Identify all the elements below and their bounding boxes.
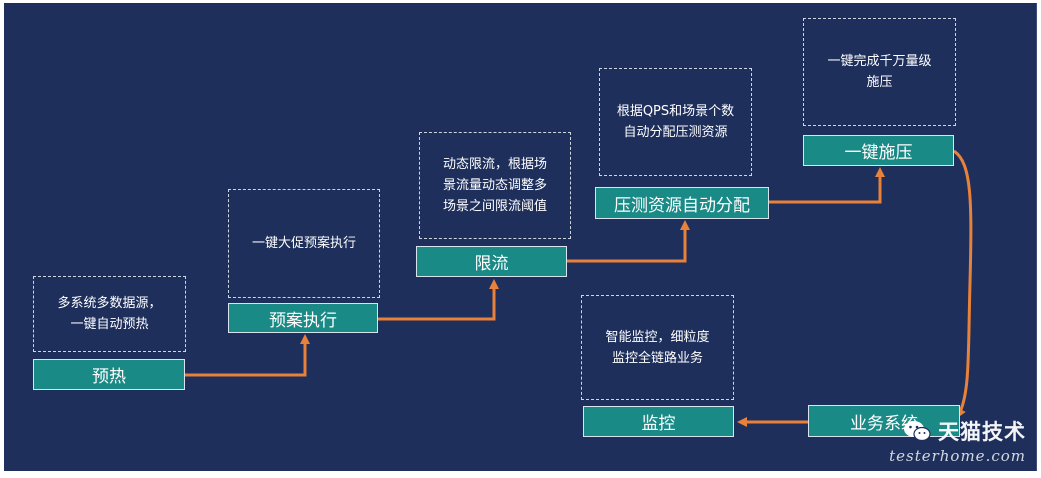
stage-alloc: 压测资源自动分配 (595, 187, 769, 219)
note-alloc-line-2: 自动分配压测资源 (623, 125, 728, 140)
note-limit-line-1: 动态限流，根据场 (442, 157, 547, 172)
diagram-canvas: 多系统多数据源， 一键自动预热 一键大促预案执行 动态限流，根据场 景流量动态调… (4, 3, 1037, 471)
arrow-alloc-to-press (769, 167, 885, 204)
stage-business: 业务系统 (808, 405, 960, 437)
note-limit-line-3: 场景之间限流阈值 (442, 199, 547, 214)
stage-press: 一键施压 (803, 135, 954, 166)
arrow-limit-to-alloc (567, 220, 690, 263)
note-monitor: 智能监控，细粒度 监控全链路业务 (581, 295, 734, 400)
watermark-brand: 天猫技术 (938, 420, 1026, 444)
note-monitor-line-2: 监控全链路业务 (611, 350, 703, 366)
wechat-icon (904, 421, 931, 442)
note-preheat-line-1: 多系统多数据源， (57, 296, 162, 311)
watermark: 天猫技术 testerhome.com (889, 416, 1026, 465)
arrow-press-to-business (953, 149, 973, 419)
connector-arrows (185, 149, 973, 427)
arrow-plan-to-limit (378, 279, 499, 321)
note-limit: 动态限流，根据场 景流量动态调整多 场景之间限流阈值 (419, 132, 571, 239)
note-plan: 一键大促预案执行 (228, 189, 380, 298)
note-preheat-line-2: 一键自动预热 (70, 317, 149, 332)
note-monitor-line-1: 智能监控，细粒度 (605, 329, 710, 345)
note-alloc: 根据QPS和场景个数 自动分配压测资源 (599, 68, 752, 176)
stage-preheat: 预热 (33, 359, 185, 390)
note-press: 一键完成千万量级 施压 (803, 18, 956, 126)
stage-monitor: 监控 (583, 406, 734, 437)
stage-plan: 预案执行 (228, 303, 378, 333)
note-alloc-line-1: 根据QPS和场景个数 (616, 104, 735, 119)
note-preheat: 多系统多数据源， 一键自动预热 (33, 276, 186, 352)
note-press-line-2: 施压 (866, 75, 893, 90)
stage-limit: 限流 (416, 246, 567, 277)
arrow-preheat-to-plan (185, 334, 310, 377)
note-plan-line-1: 一键大促预案执行 (251, 236, 356, 251)
watermark-site: testerhome.com (889, 447, 1026, 465)
note-press-line-1: 一键完成千万量级 (827, 54, 932, 69)
note-limit-line-2: 景流量动态调整多 (442, 178, 547, 193)
